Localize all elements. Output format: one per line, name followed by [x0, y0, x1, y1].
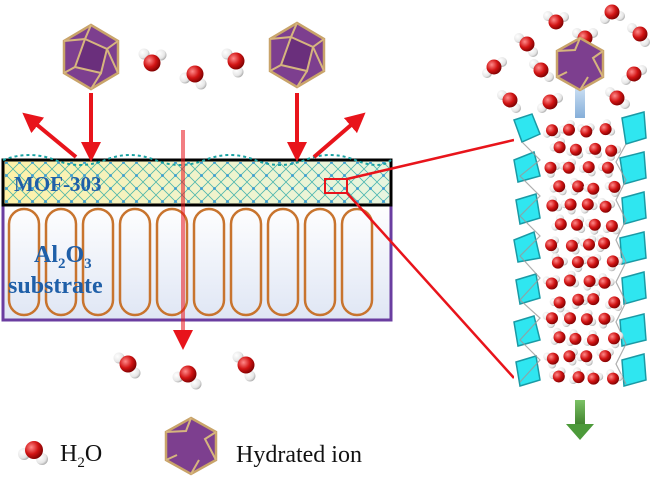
channel-water-molecule — [585, 218, 601, 235]
channel-water-molecule — [583, 254, 602, 269]
channel-water-molecule — [599, 119, 616, 136]
channel-water-molecule — [586, 369, 604, 385]
channel-water-molecule — [606, 255, 623, 272]
channel-water-molecule — [598, 312, 615, 329]
channel-water-molecule — [579, 235, 597, 251]
channel-water-molecule — [543, 352, 559, 369]
channel-water-molecule — [583, 182, 600, 199]
channel-water-molecule — [563, 270, 580, 288]
channel-water-molecule — [580, 198, 598, 214]
channel-water-molecule — [565, 237, 580, 255]
channel-water-molecule — [578, 161, 596, 177]
substrate-pores — [7, 207, 374, 317]
outflow-arrow — [575, 400, 585, 426]
flow-arrows — [22, 93, 366, 350]
channel-water-molecule — [583, 330, 599, 346]
channel-water-molecule — [596, 348, 614, 363]
channel-water-molecule — [551, 253, 568, 269]
channel-water-molecule — [608, 331, 624, 349]
channel-water-molecule — [545, 236, 559, 254]
channel-water-molecule — [560, 198, 577, 215]
mof-layer — [1, 154, 393, 207]
channel-water-molecule — [576, 350, 593, 366]
channel-water-molecule — [559, 120, 575, 136]
channel-water-molecule — [571, 256, 588, 273]
channel-water-molecule — [548, 367, 566, 383]
hydrated-ion-icon — [268, 21, 326, 89]
water-molecule-icon — [138, 48, 167, 72]
substrate-formula: Al2O3 — [34, 242, 92, 272]
zoom-lines — [346, 138, 515, 379]
framework-wall-left — [513, 113, 541, 387]
hydrated-ion-icon — [555, 36, 605, 92]
channel-water-molecule — [562, 309, 576, 327]
substrate-label: substrate — [8, 273, 103, 299]
legend: H2O Hydrated ion — [18, 416, 362, 476]
hydrated-ion-legend-icon — [164, 416, 218, 476]
channel-water-molecule — [542, 275, 560, 290]
channel-water-molecule — [598, 161, 614, 178]
water-molecule-icon — [179, 65, 207, 90]
hydrated-ion-legend-label: Hydrated ion — [236, 442, 362, 468]
channel-water-molecule — [606, 369, 623, 385]
channel-water-molecule — [551, 214, 567, 231]
channel-water-molecule — [598, 273, 615, 289]
channel-water-molecule — [549, 137, 566, 154]
channel-water-molecule — [583, 289, 600, 306]
confined-water — [542, 119, 624, 385]
outflow-arrowhead — [566, 424, 594, 440]
channel-water-molecule — [549, 180, 567, 196]
water-molecule-icon — [221, 48, 245, 78]
water-legend-icon — [18, 441, 48, 465]
channel-water-molecule — [550, 327, 566, 345]
channel-water-molecule — [604, 296, 622, 312]
channel-water-molecule — [605, 144, 622, 161]
watermark: 知乎 @材料最Top — [481, 441, 609, 460]
channel-water-molecule — [549, 296, 566, 313]
water-molecule-icon — [113, 352, 141, 379]
channel-water-molecule — [559, 158, 576, 174]
channel-water-molecule — [566, 143, 584, 159]
channel-water-molecule — [598, 197, 616, 213]
water-molecule-icon — [232, 351, 256, 382]
zoom-box — [324, 178, 348, 194]
mof-label: MOF-303 — [14, 172, 101, 196]
channel-water-molecule — [577, 123, 595, 138]
water-cloud — [482, 4, 650, 113]
channel-water-molecule — [580, 309, 597, 326]
channel-water-molecule — [583, 275, 600, 291]
channel-water-molecule — [566, 329, 582, 346]
channel-water-molecule — [542, 311, 558, 329]
inflow-arrow — [575, 88, 585, 128]
water-legend-label: H2O — [60, 441, 102, 471]
channel-water-molecule — [563, 348, 578, 366]
framework-wall-right — [619, 111, 647, 387]
channel-water-molecule — [571, 215, 586, 233]
channel-water-molecule — [544, 161, 561, 178]
channel-water-molecule — [570, 177, 585, 196]
channel-water-molecule — [546, 195, 563, 212]
channel-water-molecule — [585, 142, 602, 159]
channel-water-molecule — [596, 234, 611, 252]
water-molecule-icon — [172, 365, 202, 390]
channel-water-molecule — [604, 180, 621, 197]
channel-water-molecule — [569, 367, 585, 384]
channel-water-molecule — [543, 124, 561, 139]
channel-water-molecule — [602, 220, 620, 235]
hydrated-ion-icon — [62, 23, 120, 91]
pore-channel — [513, 111, 647, 400]
